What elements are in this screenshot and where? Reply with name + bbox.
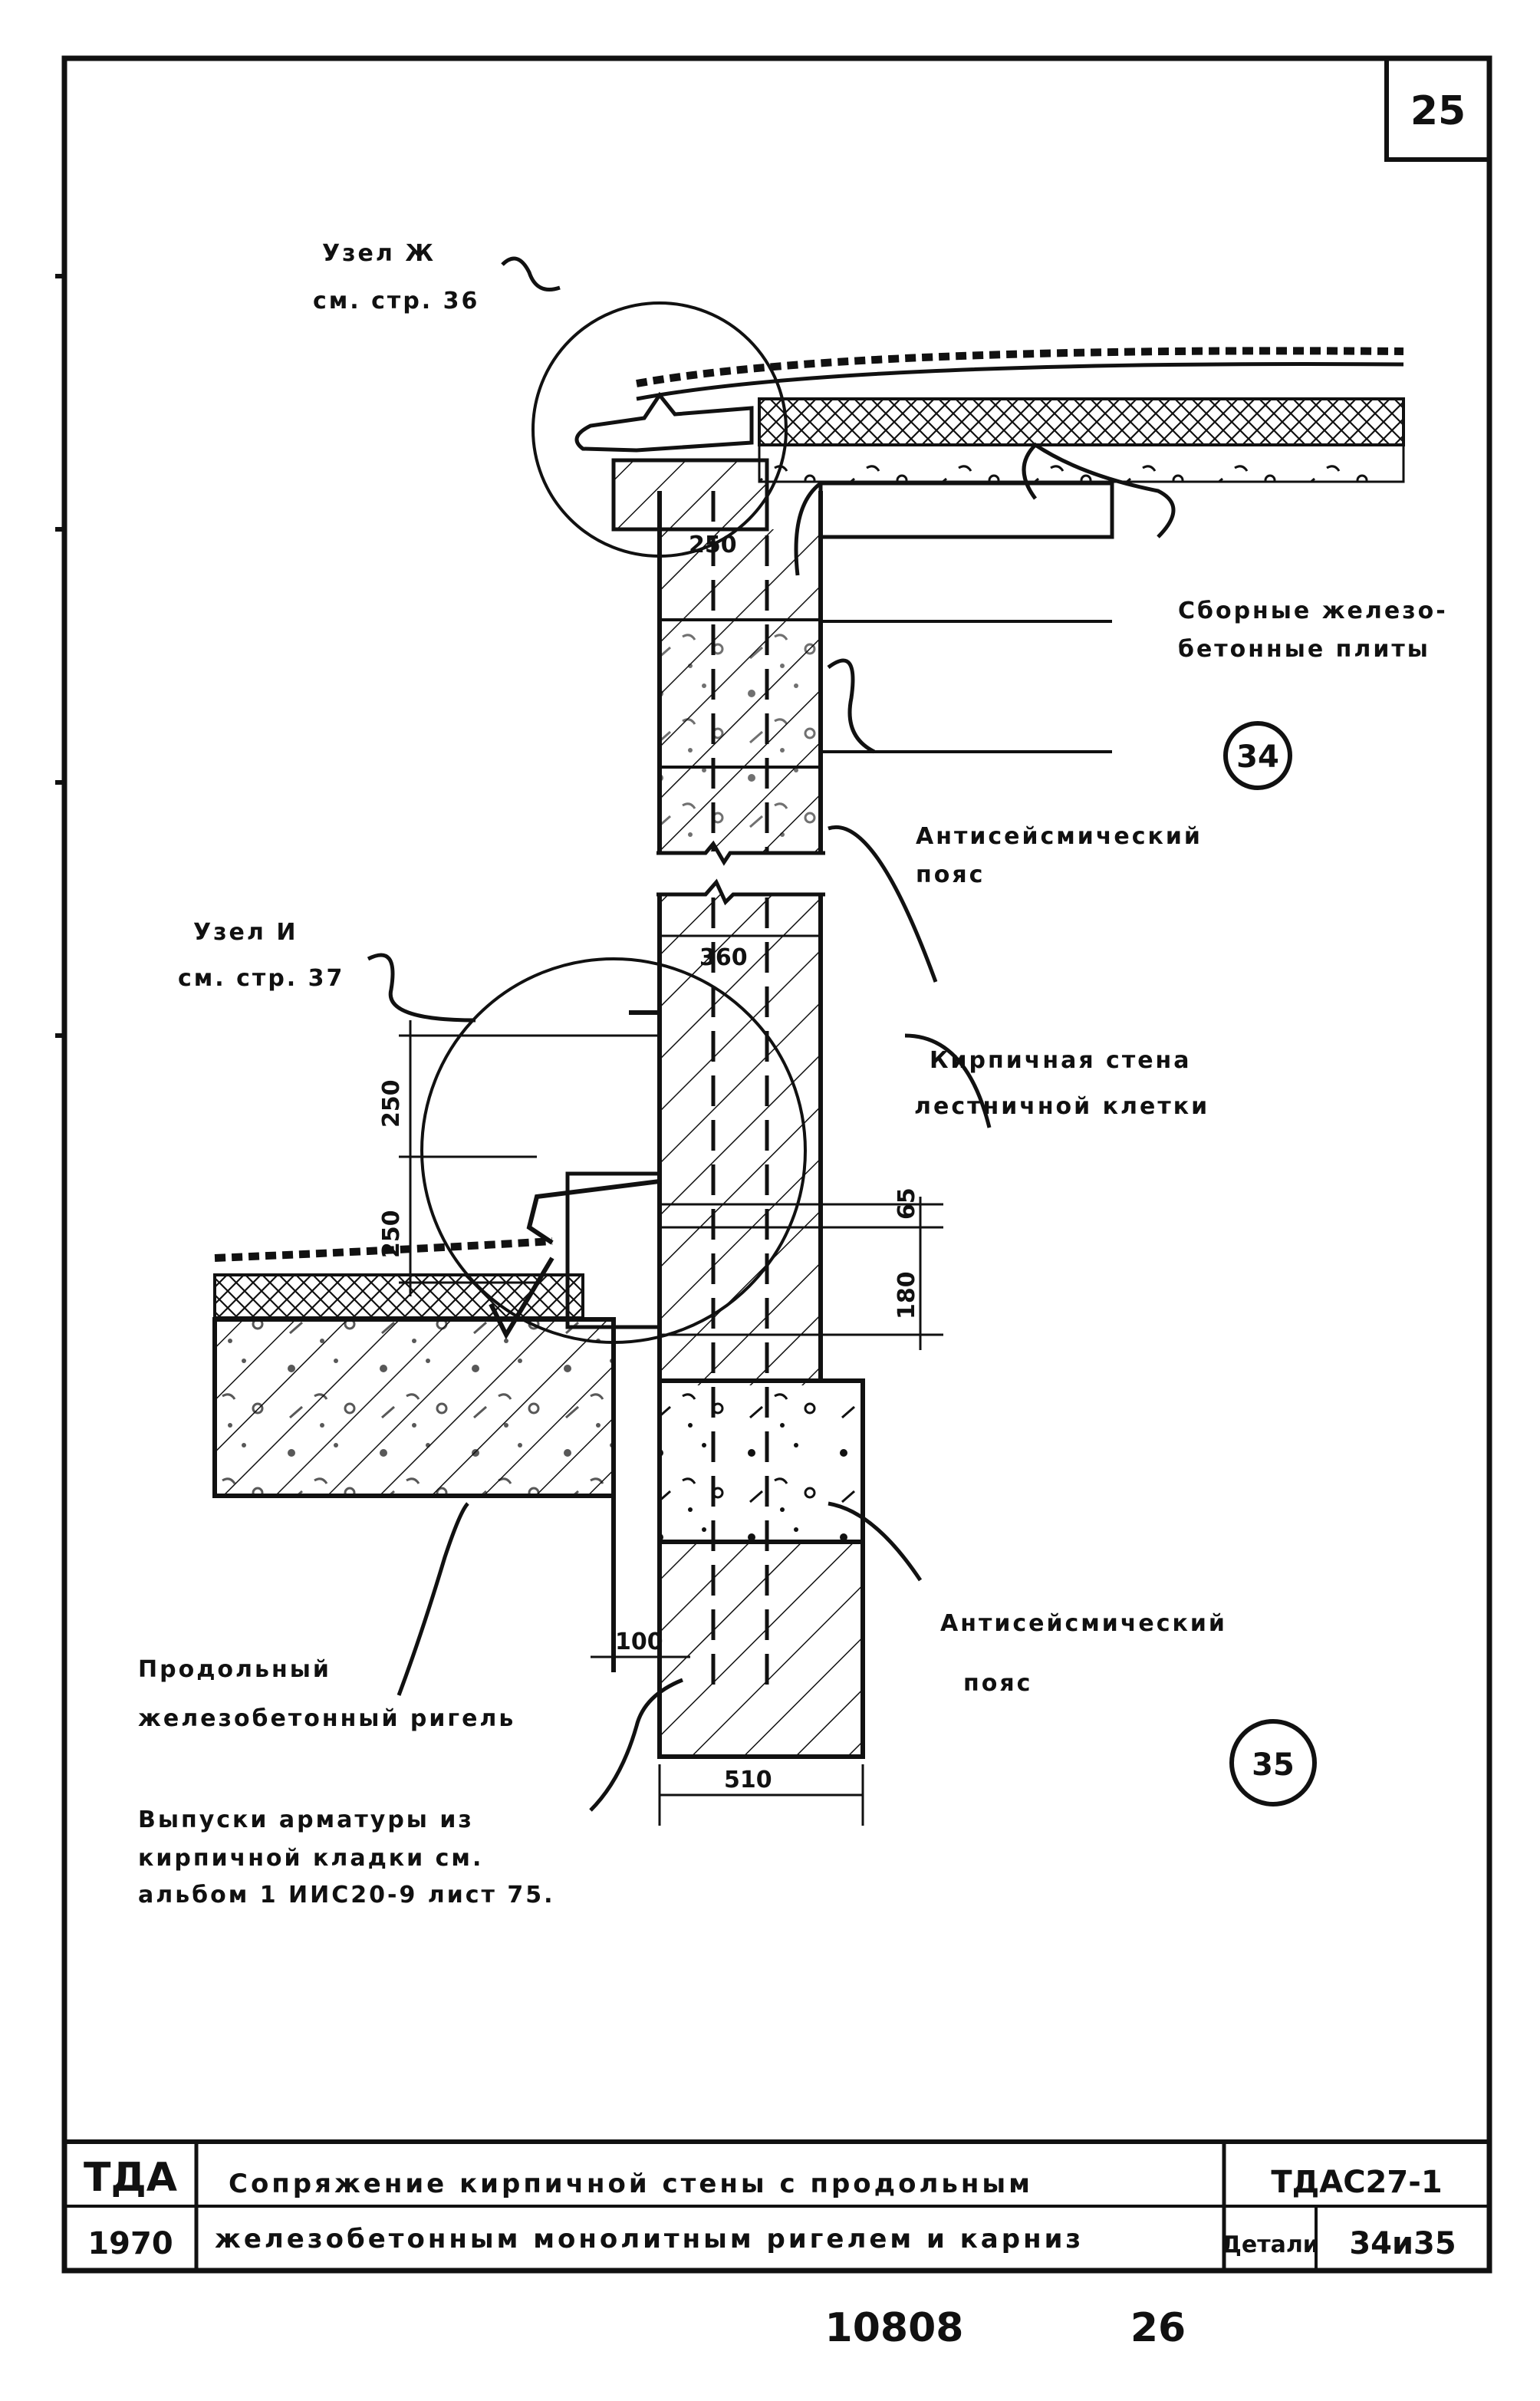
leader-lines [367,256,1176,1812]
title-block-org: ТДА [84,2155,177,2201]
detail-35-marker [1229,1719,1317,1807]
brick-wall-label-1: Кирпичная стена [930,1047,1192,1074]
sheet-number: 25 [1410,88,1466,134]
girder-label-1: Продольный [138,1656,331,1683]
precast-slabs-label-2: бетонные плиты [1178,636,1430,663]
detail-35-drawing [212,894,943,1826]
seismic-belt-bottom-label-1: Антисейсмический [940,1610,1227,1637]
title-block: ТДА 1970 Сопряжение кирпичной стены с пр… [84,2155,1456,2261]
seismic-belt-top-label-1: Антисейсмический [916,823,1203,850]
title-block-code: ТДАС27-1 [1271,2165,1442,2200]
seismic-belt-bottom-label-2: пояс [963,1670,1032,1697]
rebar-note-2: кирпичной кладки см. [138,1845,483,1872]
dim-250-upper: 250 [378,1079,405,1128]
annotations: Узел Ж см. стр. 36 Сборные железо- бетон… [138,240,1448,1909]
detail-35-number: 35 [1252,1747,1295,1783]
page-number: 26 [1130,2305,1186,2351]
node-i-title: Узел И [193,919,298,946]
dim-250-roof: 250 [689,532,737,558]
rebar-note-1: Выпуски арматуры из [138,1807,474,1833]
precast-slabs-label-1: Сборные железо- [1178,598,1448,624]
dim-180: 180 [893,1271,920,1319]
title-block-year: 1970 [87,2226,173,2261]
dim-360: 360 [699,944,748,971]
brick-wall-label-2: лестничной клетки [914,1093,1209,1120]
dim-100: 100 [615,1629,663,1655]
node-zh-title: Узел Ж [322,240,436,267]
detail-34-number: 34 [1236,739,1279,775]
dim-510: 510 [724,1767,772,1793]
detail-34-marker [1223,721,1292,790]
title-block-title-2: железобетонным монолитным ригелем и карн… [215,2224,1084,2254]
dim-65: 65 [893,1187,920,1220]
title-block-details-value: 34и35 [1349,2226,1456,2261]
node-zh-ref: см. стр. 36 [313,288,479,315]
title-block-details-label: Детали [1221,2231,1319,2258]
dim-250-lower: 250 [378,1210,405,1258]
girder-label-2: железобетонный ригель [138,1705,515,1732]
title-block-title-1: Сопряжение кирпичной стены с продольным [229,2169,1033,2199]
seismic-belt-top-label-2: пояс [916,861,985,888]
dimension-values: 250 250 360 65 180 100 510 250 [378,532,920,1793]
rebar-note-3: альбом 1 ИИС20-9 лист 75. [138,1882,555,1909]
drawing-frame [55,55,1492,2274]
inventory-number: 10808 [825,2305,964,2351]
detail-34-drawing [531,301,1405,906]
node-i-ref: см. стр. 37 [178,965,344,992]
